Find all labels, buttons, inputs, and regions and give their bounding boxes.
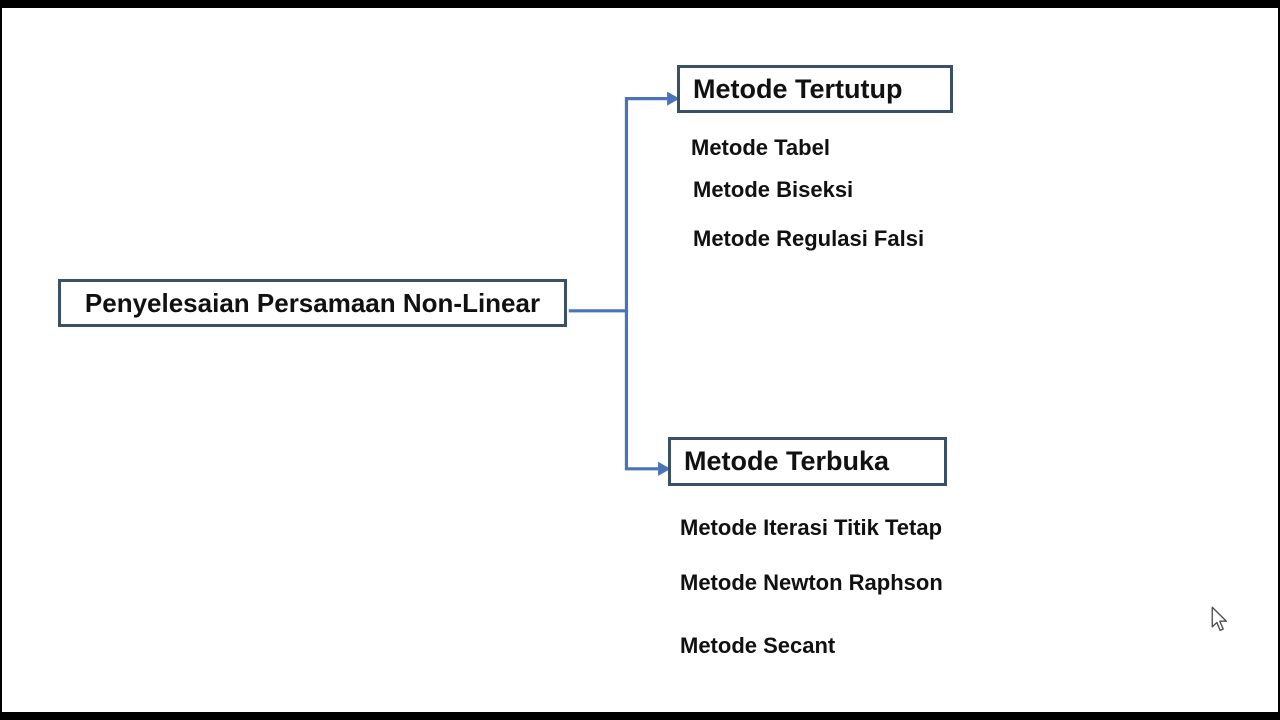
closed-branch-box: Metode Tertutup — [677, 65, 953, 113]
leaf-metode-iterasi-titik-tetap: Metode Iterasi Titik Tetap — [680, 515, 943, 540]
closed-branch-label: Metode Tertutup — [693, 73, 903, 104]
leaf-metode-secant: Metode Secant — [680, 633, 836, 658]
leaf-metode-regulasi-falsi: Metode Regulasi Falsi — [693, 226, 925, 251]
open-branch-box: Metode Terbuka — [668, 437, 947, 486]
root-node-label: Penyelesaian Persamaan Non-Linear — [84, 287, 541, 318]
leaf-metode-biseksi: Metode Biseksi — [693, 177, 854, 202]
connector-lines — [568, 91, 680, 476]
mouse-pointer-icon — [1211, 606, 1228, 632]
connector-to-open — [624, 309, 659, 471]
leaf-metode-newton-raphson: Metode Newton Raphson — [680, 570, 943, 595]
open-branch-label: Metode Terbuka — [684, 446, 890, 476]
connector-to-closed — [568, 97, 668, 313]
root-node-box: Penyelesaian Persamaan Non-Linear — [58, 279, 567, 327]
leaf-metode-tabel: Metode Tabel — [691, 135, 830, 160]
slide-canvas: Penyelesaian Persamaan Non-Linear Metode… — [2, 8, 1278, 712]
